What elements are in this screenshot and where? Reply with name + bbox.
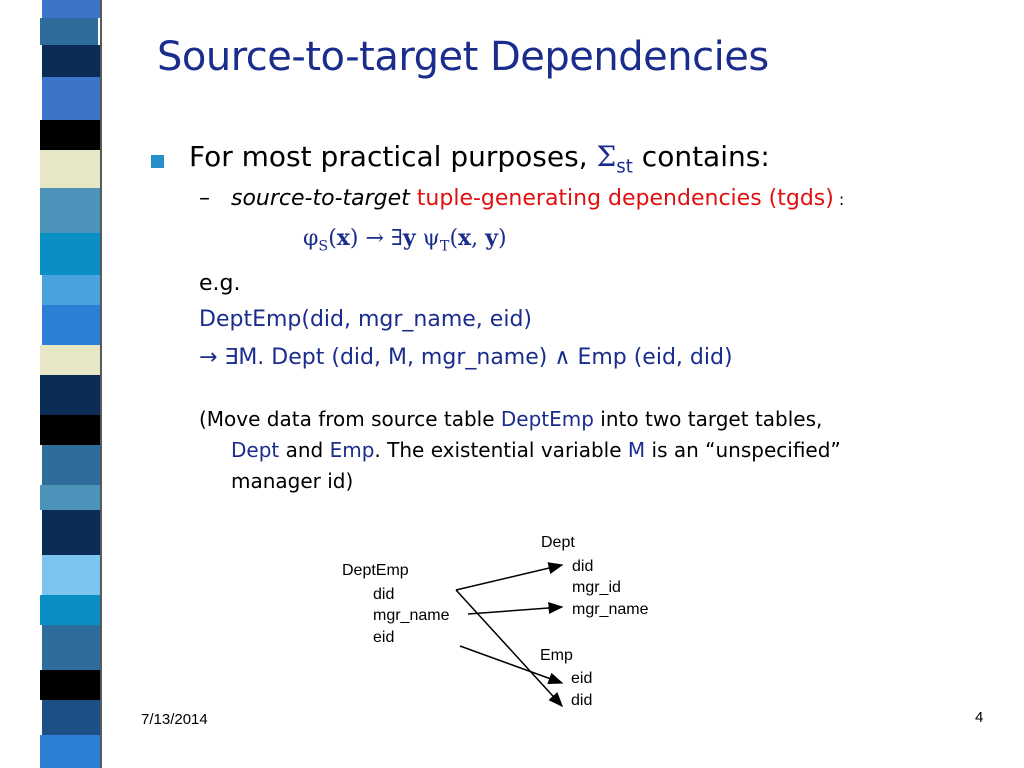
formula-paren: ( [328, 226, 337, 251]
target1-attr: mgr_id [572, 579, 621, 596]
phi-symbol: φ [303, 226, 319, 251]
stripe-block [42, 510, 100, 555]
sub-bullet-colon: : [833, 190, 845, 209]
note-part: . The existential variable [374, 438, 628, 462]
stripe-block [42, 45, 100, 77]
formula-y: y [402, 225, 416, 251]
phi-subscript: S [318, 238, 329, 255]
sub-bullet-text: –source-to-target tuple-generating depen… [199, 186, 844, 211]
target2-attr: did [571, 692, 593, 709]
example-arrow-exists: → ∃ [199, 345, 239, 370]
note-line-2: Dept and Emp. The existential variable M… [199, 435, 969, 466]
note-term-emp: Emp [329, 438, 375, 462]
stripe-block [42, 700, 100, 735]
note-term-dept: Dept [231, 438, 280, 462]
formula-comma: , [471, 226, 486, 251]
formula-y2: y [485, 225, 498, 251]
note-term-deptemp: DeptEmp [500, 407, 594, 431]
stripe-block [40, 670, 100, 700]
target1-table-name: Dept [541, 534, 575, 551]
bullet-suffix: contains: [632, 140, 770, 173]
note-line-3: manager id) [231, 469, 354, 493]
psi-symbol: ψ [415, 226, 440, 251]
sub-bullet-red: tuple-generating dependencies (tgds) [416, 186, 834, 211]
note-part: is an “unspecified” [645, 438, 841, 462]
note-part: and [279, 438, 330, 462]
tgd-formula: φS(x) → ∃y ψT(x, y) [303, 225, 507, 254]
arrow-did-to-dept [455, 562, 564, 591]
footer-date: 7/13/2014 [141, 711, 208, 728]
stripe-block [40, 233, 100, 275]
slide-title: Source-to-target Dependencies [157, 34, 769, 80]
target2-table-name: Emp [540, 647, 573, 664]
stripe-block [42, 555, 100, 595]
stripe-block [42, 625, 100, 670]
stripe-block [42, 445, 100, 485]
target1-attr: mgr_name [572, 601, 649, 618]
source-attr: eid [373, 629, 395, 646]
target2-attr: eid [571, 670, 593, 687]
source-table-name: DeptEmp [342, 562, 409, 579]
sub-bullet-dash: – [199, 186, 210, 211]
decorative-stripe [0, 0, 118, 768]
stripe-block [40, 150, 100, 188]
stripe-block [40, 375, 100, 415]
bullet-square-icon [151, 155, 164, 168]
target1-attr: did [572, 558, 594, 575]
stripe-block [40, 188, 100, 233]
stripe-block [42, 0, 100, 18]
formula-x: x [336, 225, 350, 251]
stripe-block [42, 275, 100, 305]
formula-x2: x [458, 225, 472, 251]
sub-bullet-italic: source-to-target [231, 186, 410, 211]
source-attr: mgr_name [373, 607, 450, 624]
formula-close: ) [497, 226, 507, 251]
stripe-block [40, 735, 100, 768]
bullet-prefix: For most practical purposes, [189, 140, 597, 173]
stripe-block [40, 345, 100, 375]
stripe-edge [100, 0, 102, 768]
explanation-note: (Move data from source table DeptEmp int… [199, 404, 969, 497]
stripe-block [40, 485, 100, 510]
stripe-block [42, 305, 100, 345]
arrow-eid-to-emp [459, 645, 564, 685]
note-term-m: M [627, 438, 646, 462]
formula-paren2: ( [449, 226, 459, 251]
eg-label: e.g. [199, 271, 241, 296]
example-line-2-text: M. Dept (did, M, mgr_name) ∧ Emp (eid, d… [238, 345, 733, 370]
sigma-subscript: st [616, 156, 633, 178]
sigma-symbol: Σ [596, 140, 617, 173]
stripe-block [40, 595, 100, 625]
arrow-mgrname-to-dept [467, 602, 564, 615]
stripe-block [40, 18, 98, 45]
main-bullet-text: For most practical purposes, Σst contain… [189, 140, 770, 178]
example-line-1: DeptEmp(did, mgr_name, eid) [199, 307, 532, 332]
stripe-block [40, 120, 100, 150]
stripe-block [40, 415, 100, 445]
source-attr: did [373, 586, 395, 603]
note-part: into two target tables, [593, 407, 823, 431]
arrow-did-to-emp [455, 589, 564, 708]
page-number: 4 [975, 709, 984, 726]
formula-arrow: ) → ∃ [349, 226, 403, 251]
note-part: (Move data from source table [199, 407, 501, 431]
example-line-2: → ∃M. Dept (did, M, mgr_name) ∧ Emp (eid… [199, 345, 733, 370]
stripe-block [42, 77, 100, 120]
psi-subscript: T [439, 238, 450, 255]
